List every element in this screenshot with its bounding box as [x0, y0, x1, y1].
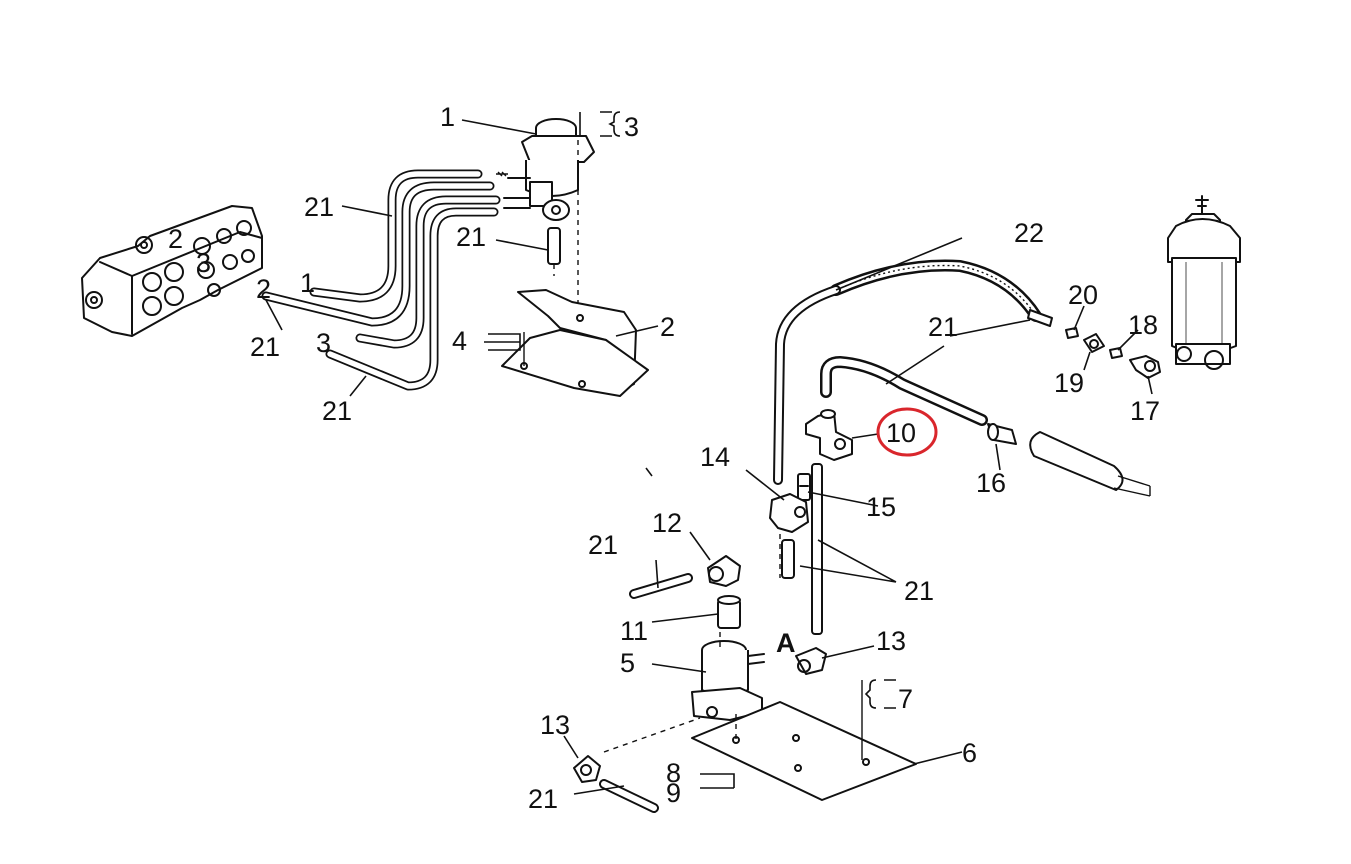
label-part-21a: 21 — [304, 192, 334, 222]
label-part-21h: 21 — [528, 784, 558, 814]
part-labels: 1 3 21 21 2 4 21 21 22 21 20 18 19 17 16… — [250, 102, 1160, 814]
label-part-5: 5 — [620, 648, 635, 678]
label-part-8: 8 — [666, 758, 681, 788]
valve-port-2-label: 2 — [168, 224, 183, 254]
label-part-7: 7 — [898, 684, 913, 714]
label-part-10: 10 — [886, 418, 916, 448]
solenoid-valve-5 — [691, 640, 765, 721]
nipple-11 — [717, 595, 741, 629]
label-part-14: 14 — [700, 442, 730, 472]
label-part-20: 20 — [1068, 280, 1098, 310]
armored-hose — [773, 259, 1053, 485]
brake-cylinder — [1167, 195, 1241, 370]
hose-to-coupling — [820, 356, 988, 426]
lower-elbow-axis — [603, 717, 701, 753]
label-part-4: 4 — [452, 326, 467, 356]
label-part-15: 15 — [866, 492, 896, 522]
highlight-circle — [876, 407, 938, 457]
label-part-6: 6 — [962, 738, 977, 768]
elbow-13-upper — [795, 647, 827, 675]
mounting-bracket — [501, 289, 649, 397]
label-part-21g: 21 — [904, 576, 934, 606]
label-part-13-upper: 13 — [876, 626, 906, 656]
label-part-3: 3 — [624, 112, 639, 142]
elbow-12 — [629, 555, 741, 599]
label-part-9: 9 — [666, 778, 681, 808]
label-part-22: 22 — [1014, 218, 1044, 248]
tee-fitting-14 — [769, 493, 809, 579]
leader-lines — [265, 111, 1153, 795]
label-part-21e: 21 — [928, 312, 958, 342]
label-part-21d: 21 — [322, 396, 352, 426]
bracket-marks — [488, 111, 877, 709]
label-part-19: 19 — [1054, 368, 1084, 398]
hose-port-2-label: 2 — [256, 274, 271, 304]
fittings-17-20 — [1065, 327, 1161, 379]
label-part-13-lower: 13 — [540, 710, 570, 740]
tee-fitting-10 — [805, 409, 853, 461]
elbow-13-lower — [573, 755, 659, 813]
actuator-rod — [1029, 431, 1151, 497]
label-part-16: 16 — [976, 468, 1006, 498]
valve-port-3-label: 3 — [196, 248, 211, 278]
hose-bundle: 1 2 3 — [256, 169, 501, 391]
detail-a-label: A — [776, 628, 796, 658]
coupling-16 — [987, 423, 1017, 445]
label-part-11: 11 — [620, 616, 648, 646]
label-part-17: 17 — [1130, 396, 1160, 426]
distributor-valve-block: 2 3 — [81, 205, 263, 337]
tube-15 — [797, 463, 823, 635]
label-part-1: 1 — [440, 102, 455, 132]
label-part-12: 12 — [652, 508, 682, 538]
label-part-18: 18 — [1128, 310, 1158, 340]
relay-valve — [496, 118, 595, 221]
label-part-21f: 21 — [588, 530, 618, 560]
label-part-21b: 21 — [456, 222, 486, 252]
hose-port-1-label: 1 — [300, 268, 315, 298]
label-part-21c: 21 — [250, 332, 280, 362]
hose-port-3-label: 3 — [316, 328, 331, 358]
short-hose-upper — [547, 227, 561, 276]
label-part-2: 2 — [660, 312, 675, 342]
